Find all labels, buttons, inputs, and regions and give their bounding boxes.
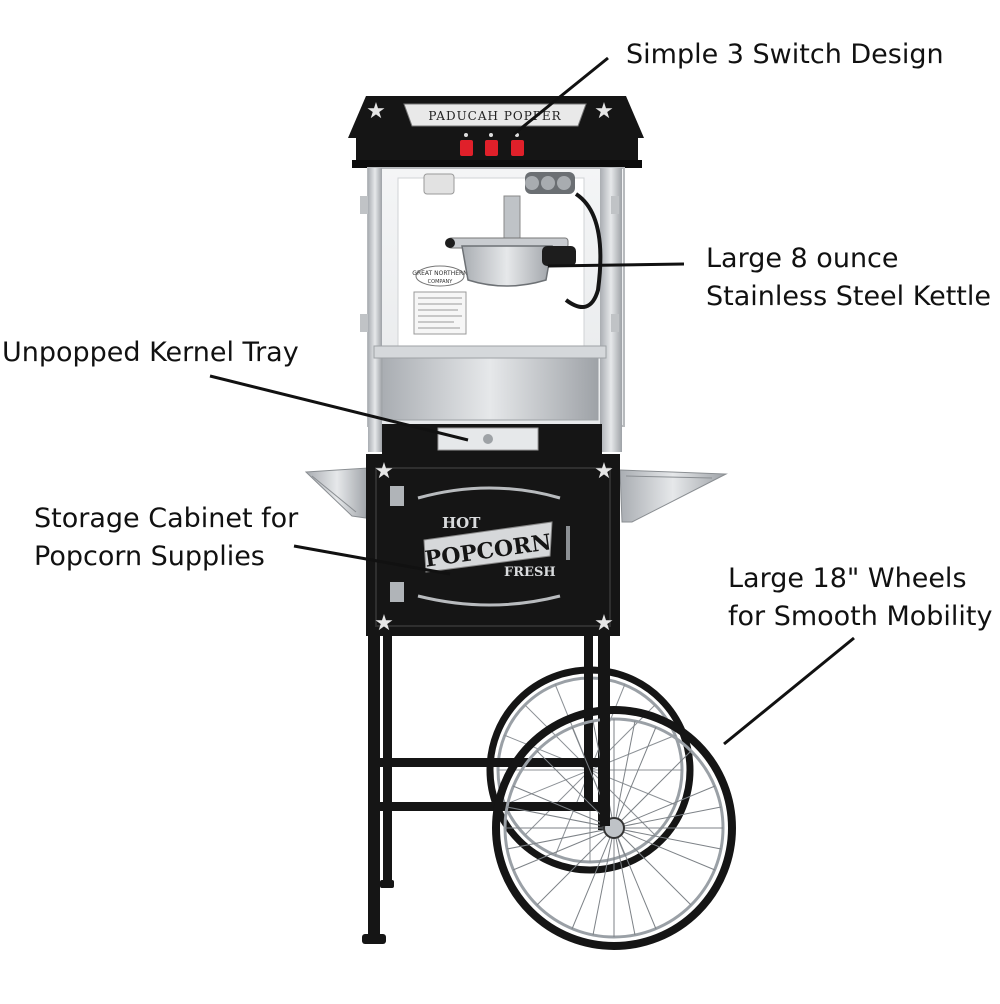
callout-line: Unpopped Kernel Tray: [2, 337, 299, 368]
kettle-cabinet: GREAT NORTHERN COMPANY: [360, 167, 625, 452]
callout-kernel-tray: Unpopped Kernel Tray: [2, 334, 299, 372]
callout-line: Simple 3 Switch Design: [626, 39, 944, 70]
svg-text:FRESH: FRESH: [504, 565, 556, 580]
callout-line: for Smooth Mobility: [728, 601, 993, 632]
leader-line-switches: [513, 56, 609, 136]
star-icon: ★: [374, 459, 394, 484]
right-side-shelf: [619, 469, 728, 523]
switch-panel: [460, 133, 524, 156]
storage-cabinet[interactable]: ★ ★ ★ ★ HOT POPCORN FRESH: [366, 454, 620, 636]
leader-lines: [209, 56, 855, 746]
callout-kettle: Large 8 ounce Stainless Steel Kettle: [706, 240, 991, 316]
leader-line-wheels: [723, 636, 855, 746]
callout-wheels: Large 18" Wheels for Smooth Mobility: [728, 560, 993, 636]
popcorn-emblem: HOT POPCORN FRESH: [417, 486, 570, 607]
stir-switch[interactable]: [485, 140, 498, 156]
canopy-roof: PADUCAH POPPER ★ ★: [348, 96, 644, 168]
light-switch[interactable]: [511, 140, 524, 156]
svg-text:GREAT NORTHERN: GREAT NORTHERN: [412, 270, 467, 277]
brand-sign: PADUCAH POPPER: [428, 109, 561, 123]
leader-line-cabinet: [293, 544, 451, 576]
front-wheel: [492, 636, 736, 950]
star-icon: ★: [366, 99, 386, 124]
callout-line: Large 18" Wheels: [728, 563, 967, 594]
svg-text:HOT: HOT: [442, 514, 481, 532]
maker-badge: GREAT NORTHERN COMPANY: [412, 265, 468, 335]
star-icon: ★: [594, 459, 614, 484]
kernel-tray[interactable]: [382, 424, 602, 454]
callout-line: Popcorn Supplies: [34, 541, 265, 572]
star-icon: ★: [594, 99, 614, 124]
callout-line: Large 8 ounce: [706, 243, 899, 274]
star-icon: ★: [594, 611, 614, 636]
callout-line: Storage Cabinet for: [34, 503, 299, 534]
callout-storage-cabinet: Storage Cabinet for Popcorn Supplies: [34, 500, 298, 576]
leader-line-kettle: [547, 262, 685, 268]
left-side-shelf: [304, 467, 369, 519]
callout-switches: Simple 3 Switch Design: [626, 36, 944, 74]
svg-text:COMPANY: COMPANY: [428, 279, 454, 285]
leader-line-kernel-tray: [209, 374, 469, 442]
star-icon: ★: [374, 611, 394, 636]
heat-switch[interactable]: [460, 140, 473, 156]
kettle: [445, 192, 603, 310]
callout-line: Stainless Steel Kettle: [706, 281, 992, 312]
